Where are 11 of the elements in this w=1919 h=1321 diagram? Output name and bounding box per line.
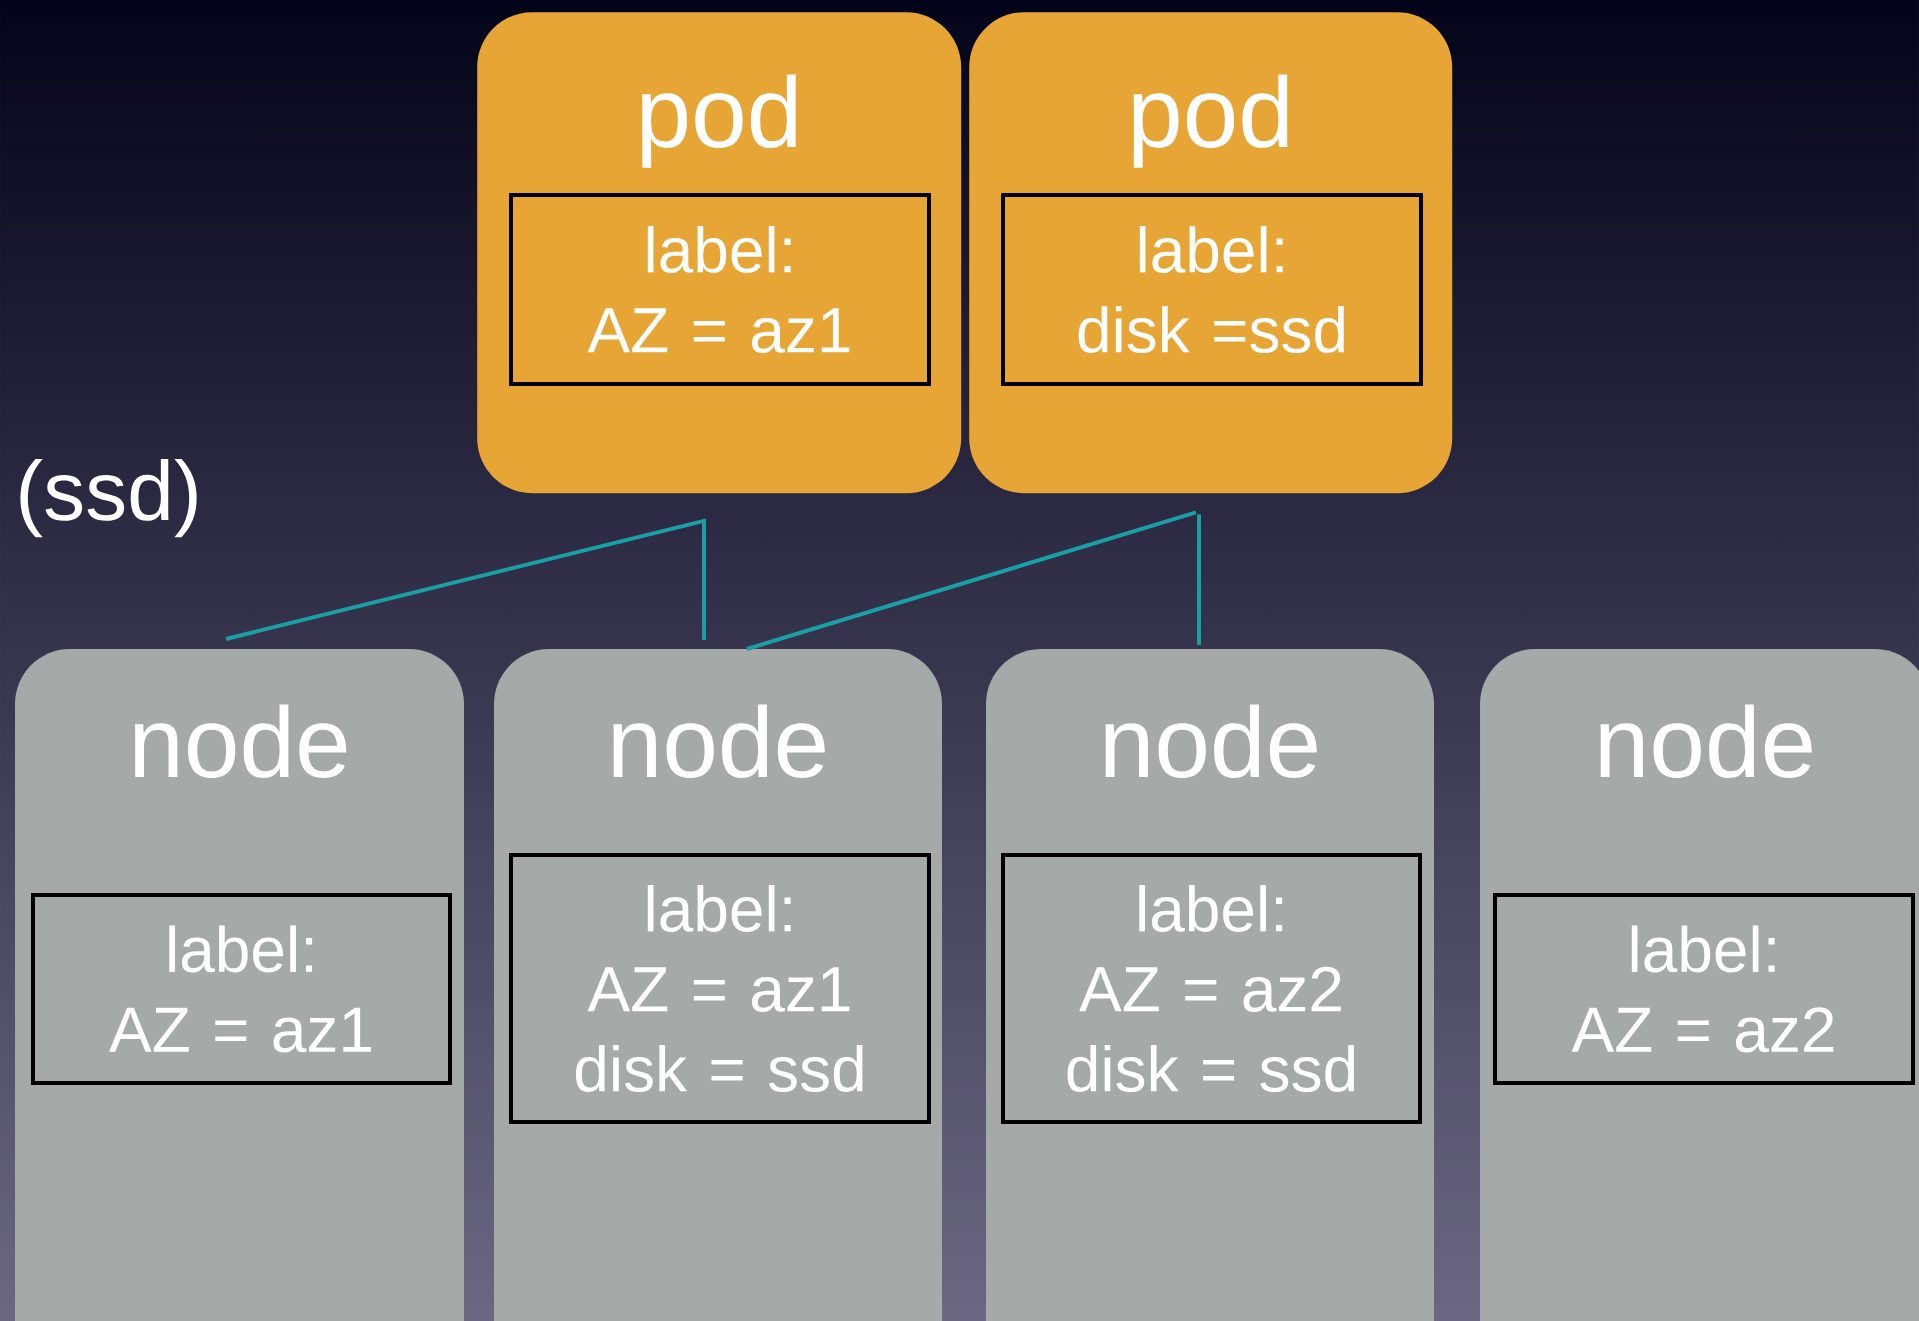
label-box: label: AZ = az1 [31,893,452,1085]
connector-line [1197,514,1201,645]
connector-line [225,518,707,641]
connector-line [746,510,1197,651]
label-box: label: AZ = az2 disk = ssd [1001,853,1422,1124]
label-box: label: AZ = az1 [509,193,931,386]
connector-line [702,520,706,640]
label-box: label: AZ = az1 disk = ssd [509,853,931,1124]
label-box: label: AZ = az2 [1493,893,1915,1085]
label-box: label: disk =ssd [1001,193,1423,386]
side-label: (ssd) [20,459,197,538]
